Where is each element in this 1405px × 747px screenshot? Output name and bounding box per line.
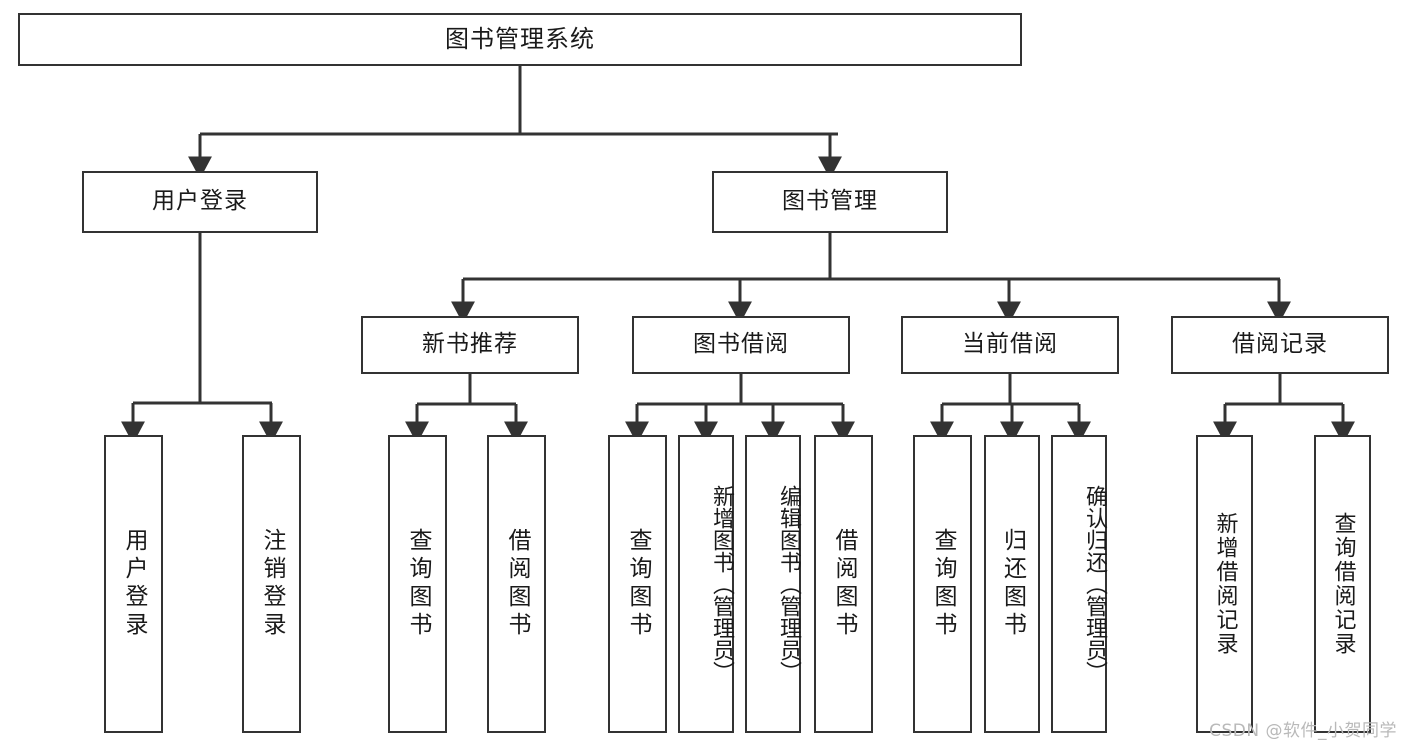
leaf-borrow-book[interactable]: 借阅图书: [814, 435, 873, 733]
leaf-recommend-query-book[interactable]: 查询图书: [388, 435, 447, 733]
node-new-book-recommend[interactable]: 新书推荐: [361, 316, 579, 374]
leaf-add-book-admin[interactable]: 新增图书（管理员）: [678, 435, 734, 733]
leaf-edit-book-admin[interactable]: 编辑图书（管理员）: [745, 435, 801, 733]
leaf-add-borrow-record[interactable]: 新增借阅记录: [1196, 435, 1253, 733]
leaf-user-login[interactable]: 用户登录: [104, 435, 163, 733]
leaf-confirm-return-admin[interactable]: 确认归还（管理员）: [1051, 435, 1107, 733]
leaf-return-book[interactable]: 归还图书: [984, 435, 1040, 733]
leaf-user-logout[interactable]: 注销登录: [242, 435, 301, 733]
leaf-query-borrow-record[interactable]: 查询借阅记录: [1314, 435, 1371, 733]
node-current-borrow[interactable]: 当前借阅: [901, 316, 1119, 374]
leaf-recommend-borrow-book[interactable]: 借阅图书: [487, 435, 546, 733]
node-book-borrow[interactable]: 图书借阅: [632, 316, 850, 374]
leaf-current-query-book[interactable]: 查询图书: [913, 435, 972, 733]
csdn-watermark: CSDN @软件_小贺同学: [1209, 721, 1397, 741]
node-book-manage[interactable]: 图书管理: [712, 171, 948, 233]
node-borrow-record[interactable]: 借阅记录: [1171, 316, 1389, 374]
leaf-borrow-query-book[interactable]: 查询图书: [608, 435, 667, 733]
node-root[interactable]: 图书管理系统: [18, 13, 1022, 66]
node-user-login[interactable]: 用户登录: [82, 171, 318, 233]
